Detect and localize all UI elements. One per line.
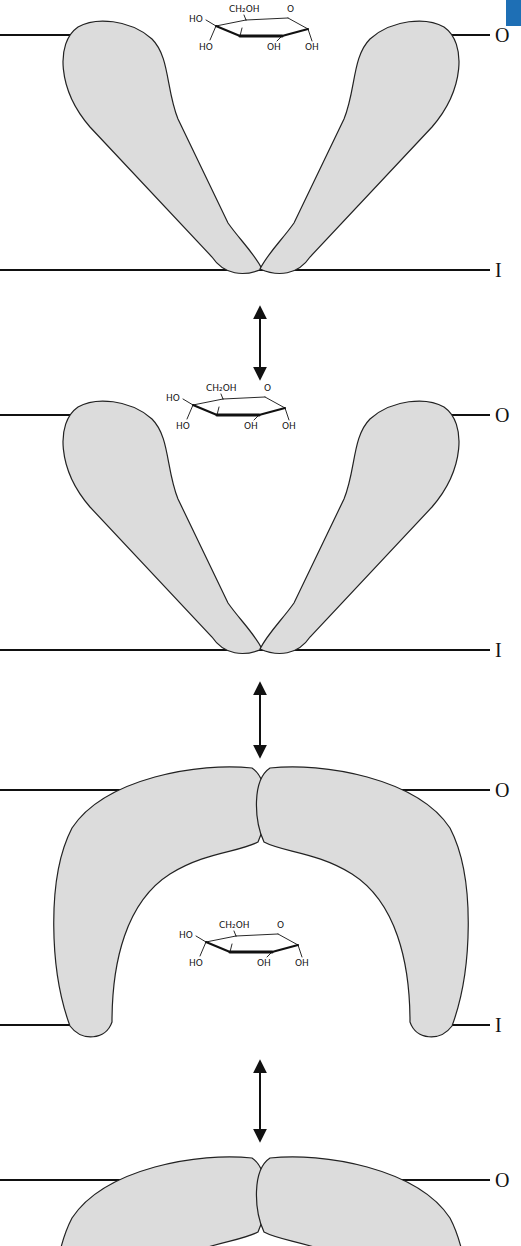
bond-line [246, 18, 288, 20]
equilibrium-arrows [259, 308, 261, 1140]
atom-label: OH [294, 958, 310, 968]
side-label: O [495, 403, 509, 427]
bond-line [265, 397, 285, 408]
bond-line [193, 405, 217, 415]
membrane-lines [0, 35, 490, 1180]
atom-label: OH [304, 42, 320, 52]
bond-line [254, 415, 259, 420]
bond-line [285, 408, 289, 420]
atom-label: O [276, 920, 285, 930]
bond-line [282, 29, 308, 36]
bond-line [193, 399, 223, 405]
bond-line [217, 407, 219, 415]
bond-line [234, 931, 236, 936]
bond-line [206, 20, 216, 26]
bond-line [272, 945, 298, 952]
bond-line [298, 945, 302, 957]
side-label: O [495, 778, 509, 802]
bond-line [244, 15, 246, 20]
atom-label: O [286, 4, 295, 14]
atom-label: HO [165, 393, 181, 403]
bond-line [240, 28, 242, 36]
atom-label: HO [175, 421, 191, 431]
bond-line [217, 414, 259, 417]
bond-line [278, 934, 298, 945]
side-label: O [495, 1168, 509, 1192]
bond-line [187, 405, 193, 419]
bond-line [267, 952, 272, 957]
bond-line [259, 408, 285, 415]
side-label: I [495, 1013, 502, 1037]
bond-line [236, 934, 278, 936]
atom-label: HO [178, 930, 194, 940]
bond-line [240, 35, 282, 38]
bond-line [206, 936, 236, 942]
atom-label: CH₂OH [218, 920, 251, 930]
glucose-molecules [183, 15, 312, 957]
bond-line [277, 36, 282, 41]
atom-label: OH [266, 42, 282, 52]
side-label: O [495, 23, 509, 47]
bond-line [206, 942, 230, 952]
atom-label: OH [256, 958, 272, 968]
bond-line [230, 944, 232, 952]
atom-label: HO [198, 42, 214, 52]
atom-label: O [263, 383, 272, 393]
atom-label: HO [188, 958, 204, 968]
transporter-protein [54, 21, 469, 1246]
bond-line [308, 29, 312, 41]
corner-mark [506, 0, 521, 26]
bond-line [200, 942, 206, 956]
bond-line [230, 951, 272, 954]
atom-label: CH₂OH [228, 4, 261, 14]
atom-label: OH [281, 421, 297, 431]
bond-line [223, 397, 265, 399]
bond-line [221, 394, 223, 399]
atom-label: HO [188, 14, 204, 24]
bond-line [210, 26, 216, 40]
bond-line [196, 936, 206, 942]
side-label: I [495, 638, 502, 662]
atom-label: CH₂OH [205, 383, 238, 393]
bond-line [216, 26, 240, 36]
bond-line [216, 20, 246, 26]
atom-label: OH [243, 421, 259, 431]
bond-line [183, 399, 193, 405]
bond-line [288, 18, 308, 29]
side-label: I [495, 258, 502, 282]
